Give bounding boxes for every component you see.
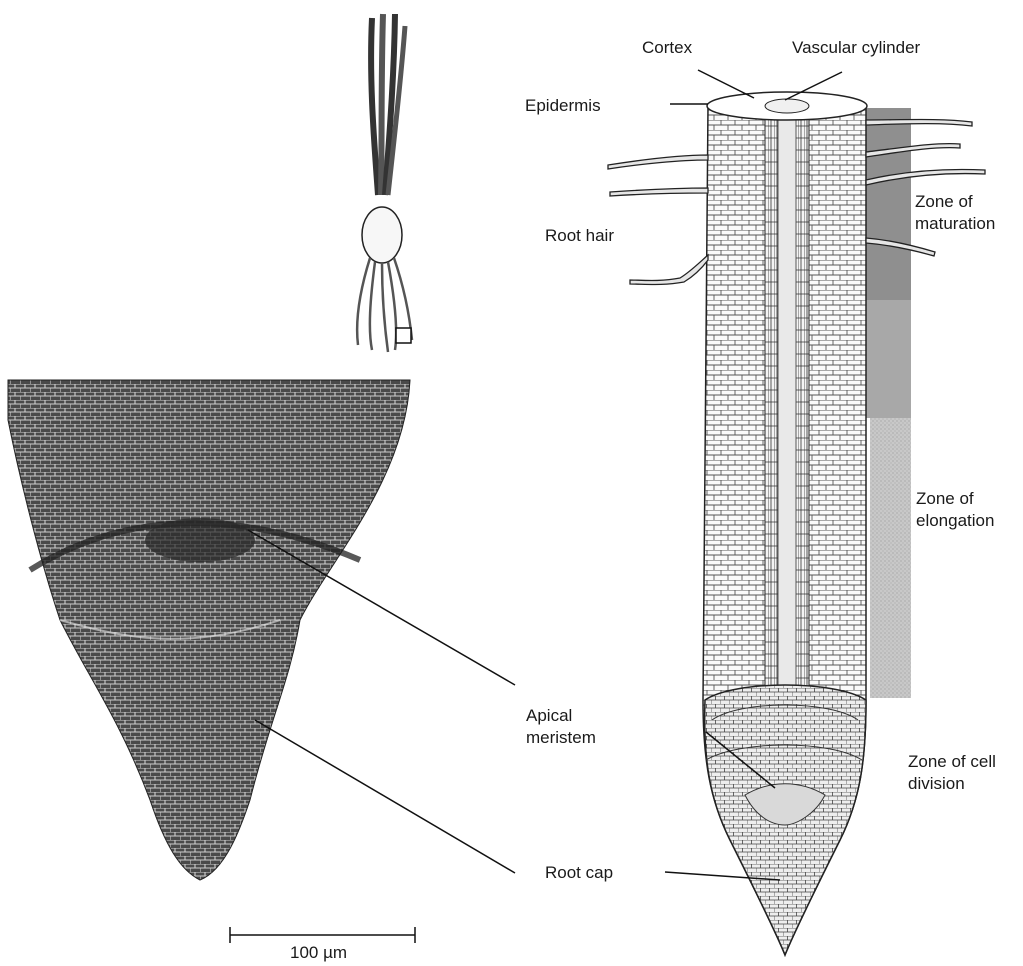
label-apical-meristem-2: meristem (526, 728, 596, 748)
label-scale-bar: 100 µm (290, 943, 347, 963)
label-zone-maturation-2: maturation (915, 214, 995, 234)
label-zone-elongation-2: elongation (916, 511, 994, 531)
scale-bar (230, 927, 415, 943)
label-zone-division-2: division (908, 774, 965, 794)
micrograph (8, 380, 410, 880)
label-cortex: Cortex (642, 38, 692, 58)
label-vascular-cylinder: Vascular cylinder (792, 38, 920, 58)
zone-elongation-bar (870, 418, 911, 698)
label-zone-elongation-1: Zone of (916, 489, 974, 509)
label-epidermis: Epidermis (525, 96, 601, 116)
label-apical-meristem-1: Apical (526, 706, 572, 726)
label-zone-maturation-1: Zone of (915, 192, 973, 212)
onion-plant-icon (357, 14, 412, 352)
label-root-hair: Root hair (545, 226, 614, 246)
label-zone-division-1: Zone of cell (908, 752, 996, 772)
label-root-cap: Root cap (545, 863, 613, 883)
